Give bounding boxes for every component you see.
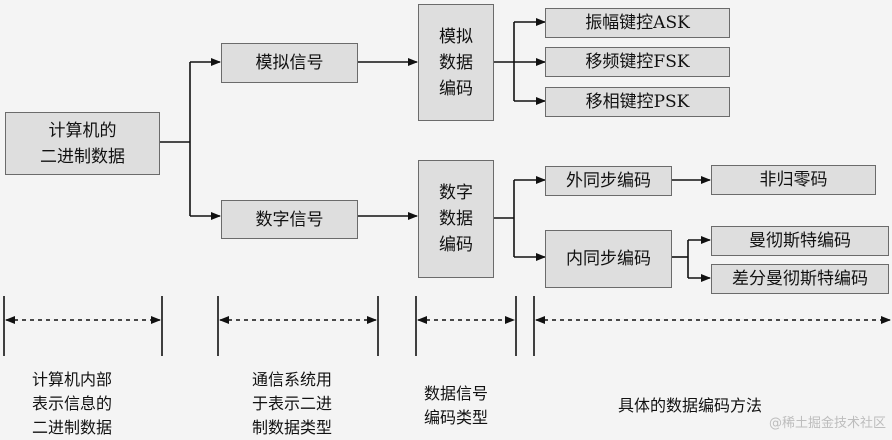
column-dividers xyxy=(3,296,535,356)
watermark: @稀土掘金技术社区 xyxy=(768,416,886,431)
box-computer-binary: 计算机的 二进制数据 xyxy=(5,112,160,175)
box-psk: 移相键控PSK xyxy=(545,87,730,117)
connector-analog-to-methods xyxy=(494,18,546,105)
label-encoding-type: 数据信号 编码类型 xyxy=(424,384,489,427)
box-digital-signal: 数字信号 xyxy=(221,200,358,239)
connector-signals-to-encodings xyxy=(358,58,418,220)
box-nrz: 非归零码 xyxy=(711,165,876,195)
box-analog-signal: 模拟信号 xyxy=(221,43,358,83)
box-diff-manchester: 差分曼彻斯特编码 xyxy=(711,264,889,294)
box-digital-encoding: 数字 数据 编码 xyxy=(418,160,494,278)
connector-digital-to-sync xyxy=(494,176,546,261)
box-fsk: 移频键控FSK xyxy=(545,47,730,77)
connector-internal-to-manchester xyxy=(672,236,711,282)
box-external-sync: 外同步编码 xyxy=(545,166,672,196)
label-comm-system: 通信系统用 于表示二进 制数据类型 xyxy=(252,370,333,437)
box-ask: 振幅键控ASK xyxy=(545,8,730,38)
label-methods: 具体的数据编码方法 xyxy=(618,396,763,415)
box-internal-sync: 内同步编码 xyxy=(545,230,672,288)
label-internal-representation: 计算机内部 表示信息的 二进制数据 xyxy=(32,370,113,437)
box-analog-encoding: 模拟 数据 编码 xyxy=(418,4,494,121)
connector-computer-to-signals xyxy=(160,58,221,220)
box-manchester: 曼彻斯特编码 xyxy=(711,226,889,256)
